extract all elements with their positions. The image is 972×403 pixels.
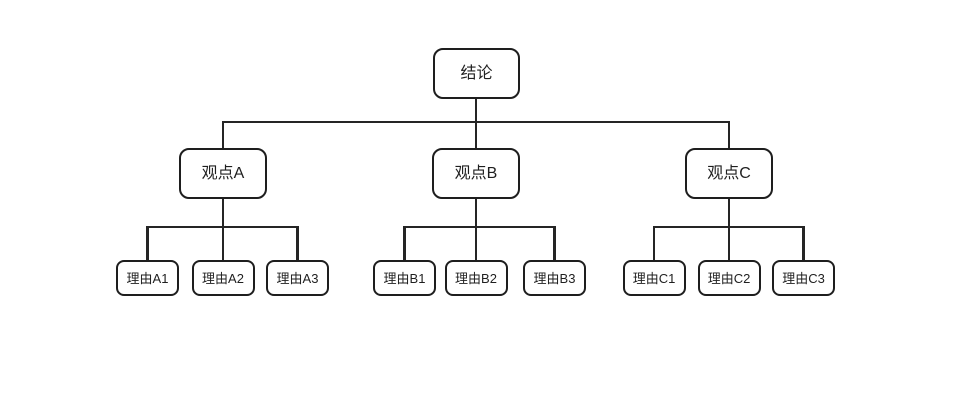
connector-branch-a-drop [221,120,225,148]
connector-a-stem [221,199,225,260]
connector-c3-drop [802,225,805,260]
connector-root-stem [474,99,478,148]
node-reason-a2[interactable]: 理由A2 [191,260,255,296]
node-conclusion[interactable]: 结论 [433,48,520,99]
connector-branch-rail [221,120,731,124]
node-viewpoint-b[interactable]: 观点B [432,148,520,199]
node-reason-c3[interactable]: 理由C3 [772,260,835,296]
connector-c1-drop [652,225,656,260]
connector-b3-drop [553,225,556,260]
connector-c-rail [652,225,806,229]
node-viewpoint-c[interactable]: 观点C [685,148,773,199]
connector-b1-drop [403,225,406,260]
connector-c-stem [727,199,731,260]
node-reason-a1[interactable]: 理由A1 [116,260,179,296]
node-reason-b3[interactable]: 理由B3 [523,260,586,296]
node-reason-b2[interactable]: 理由B2 [444,260,508,296]
connector-a-rail [146,225,299,229]
connector-branch-c-drop [727,120,731,148]
connector-b-stem [474,199,478,260]
node-reason-a3[interactable]: 理由A3 [266,260,329,296]
node-reason-b1[interactable]: 理由B1 [373,260,436,296]
connector-b-rail [403,225,556,229]
node-reason-c1[interactable]: 理由C1 [622,260,686,296]
node-viewpoint-a[interactable]: 观点A [179,148,267,199]
node-reason-c2[interactable]: 理由C2 [697,260,761,296]
connector-a3-drop [296,225,299,260]
connector-a1-drop [146,225,149,260]
